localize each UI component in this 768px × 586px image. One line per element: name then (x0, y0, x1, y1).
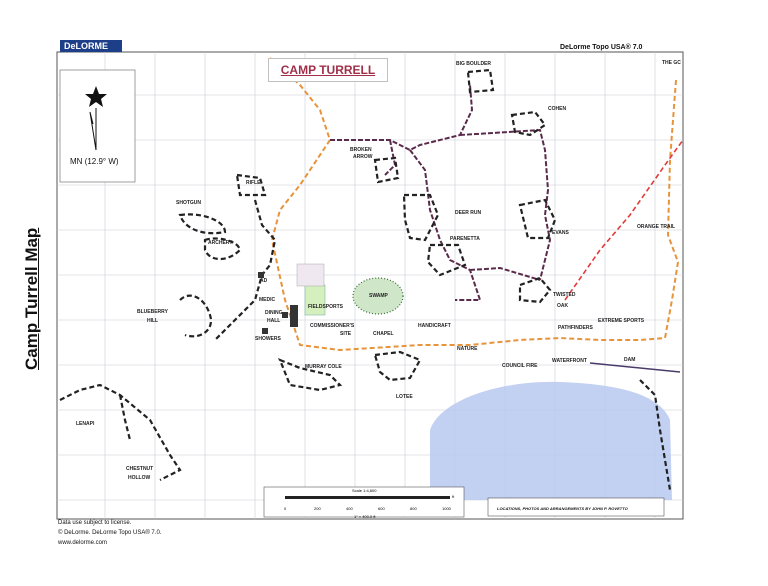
label-big-boulder: BIG BOULDER (456, 61, 491, 67)
label-dam: DAM (624, 357, 636, 363)
label-nature: NATURE (457, 346, 478, 352)
label-extreme-sports: EXTREME SPORTS (598, 318, 645, 324)
label-hollow: HOLLOW (128, 475, 151, 481)
label-hall: HALL (267, 318, 281, 324)
label-swamp: SWAMP (369, 293, 388, 299)
north-arrow-box (59, 69, 136, 183)
credit-text: LOCATIONS, PHOTOS AND ARRANGEMENTS BY JO… (497, 506, 628, 511)
orange-trail (269, 57, 680, 352)
label-parenetta: PARENETTA (450, 236, 480, 242)
label-murray-cole: MURRAY COLE (305, 364, 342, 370)
scale-tick: 600 (378, 506, 385, 511)
footer-url[interactable]: www.delorme.com (58, 540, 108, 546)
purple-trails (330, 84, 552, 301)
scale-bar (285, 496, 450, 499)
label-medic: MEDIC (259, 297, 276, 303)
scale-unit: ft (452, 494, 455, 499)
scale-tick: 400 (346, 506, 353, 511)
magnetic-north-arrow-icon (89, 111, 97, 151)
map-grid (57, 52, 683, 519)
label-cohen: COHEN (548, 106, 567, 112)
boundary-line (564, 139, 684, 301)
label-shotgun: SHOTGUN (176, 200, 201, 206)
north-label: MN (12.9° W) (70, 157, 119, 166)
label-twisted: TWISTED (553, 292, 576, 298)
scale-tick: 1000 (442, 506, 451, 511)
scale-tick: 800 (410, 506, 417, 511)
footer-copyright: © DeLorme. DeLorme Topo USA® 7.0. (58, 530, 162, 536)
label-orange-trail: ORANGE TRAIL (637, 224, 676, 230)
road-line (589, 362, 681, 373)
label-rifle: RIFLE (246, 180, 261, 186)
footer-license: Data use subject to license. (58, 520, 132, 526)
label-deer-run: DEER RUN (455, 210, 482, 216)
label-hill: HILL (147, 318, 159, 324)
fieldsports-area (304, 284, 326, 316)
label-arrow: ARROW (353, 154, 373, 160)
credit-box (487, 497, 665, 517)
side-title: Camp Turrell Map (22, 227, 41, 370)
label-archery: ARCHERY (208, 240, 233, 246)
black-trails (59, 68, 672, 491)
label-lenapi: LENAPI (76, 421, 95, 427)
parking-area (296, 263, 325, 287)
scale-tick: 0 (284, 506, 287, 511)
delorme-logo: DeLORME (60, 40, 122, 52)
label-handicraft: HANDICRAFT (418, 323, 451, 329)
label-chapel: CHAPEL (373, 331, 394, 337)
scale-title: Scale 1:4,800 (352, 488, 377, 493)
buildings (258, 272, 298, 334)
label-council-fire: COUNCIL FIRE (502, 363, 538, 369)
label-waterfront: WATERFRONT (552, 358, 587, 364)
label-chestnut: CHESTNUT (126, 466, 154, 472)
label-pathfinders: PATHFINDERS (558, 325, 593, 331)
label-site: SITE (340, 331, 352, 337)
label-commissioners: COMMISSIONER'S (310, 323, 355, 329)
label-oak: OAK (557, 303, 569, 309)
label-fieldsports: FIELDSPORTS (308, 304, 344, 310)
label-evans: EVANS (552, 230, 569, 236)
swamp-area (352, 277, 404, 315)
label-showers: SHOWERS (255, 336, 281, 342)
product-name: DeLorme Topo USA® 7.0 (560, 44, 643, 51)
label-blueberry: BLUEBERRY (137, 309, 168, 315)
lake-area (430, 381, 672, 500)
map-title: CAMP TURRELL (268, 58, 388, 82)
north-star-icon (85, 86, 107, 107)
scale-box (263, 486, 465, 518)
label-broken: BROKEN (350, 147, 372, 153)
label-ad: AD (260, 278, 268, 284)
label-the-gc: THE GC (662, 60, 681, 66)
label-lotee: LOTEE (396, 394, 413, 400)
scale-note: 1" = 400.0 ft (354, 514, 376, 519)
label-dining: DINING (265, 310, 283, 316)
scale-tick: 200 (314, 506, 321, 511)
